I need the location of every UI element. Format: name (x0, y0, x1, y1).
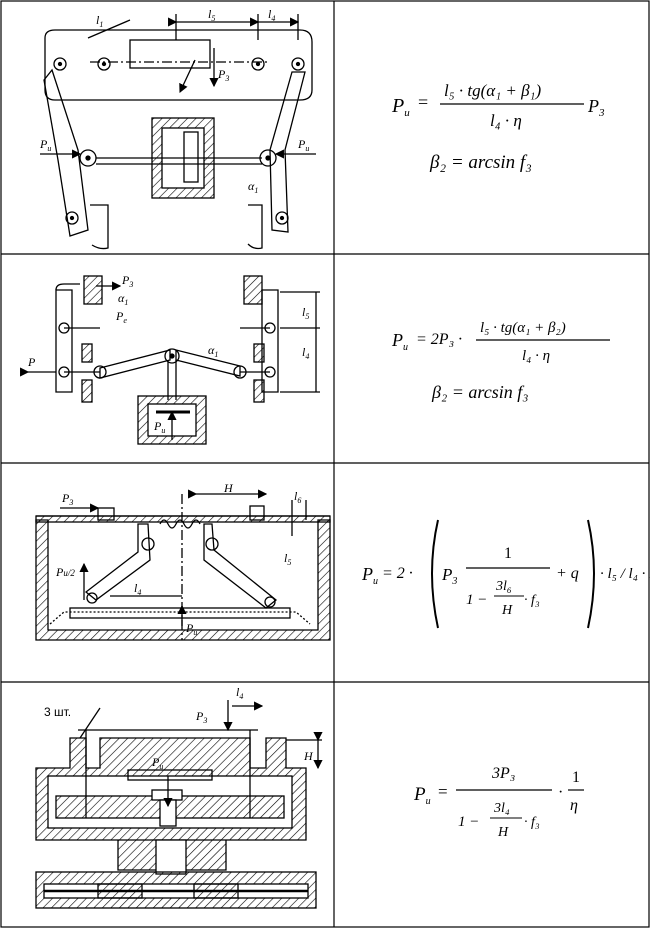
formula-1: Pu = l₅ · tg(α₁ + β₁) l₄ · η P3 β₂ = arc… (391, 81, 605, 173)
svg-text:3l₆: 3l₆ (495, 579, 512, 594)
labels-drawing-1: l1 l5 l4 Pu Pu P3 α1 (39, 7, 309, 195)
svg-text:1 −: 1 − (466, 592, 487, 608)
svg-text:P3: P3 (121, 273, 133, 289)
svg-text:= 2 ·: = 2 · (382, 565, 413, 582)
svg-text:P3: P3 (441, 565, 457, 587)
mechanism-drawing-2 (20, 275, 320, 445)
svg-text:· f₃: · f₃ (524, 593, 540, 608)
svg-text:l6: l6 (294, 489, 301, 505)
svg-text:l4: l4 (268, 7, 275, 23)
svg-text:α1: α1 (118, 291, 128, 307)
svg-text:l₄ · η: l₄ · η (522, 348, 550, 364)
mechanism-drawing-1 (40, 14, 316, 250)
svg-text:P: P (27, 355, 36, 369)
svg-text:α1: α1 (248, 179, 258, 195)
svg-text:l₅ · tg(α₁ + β₂): l₅ · tg(α₁ + β₂) (480, 320, 566, 336)
labels-drawing-3: P3 H l6 l5 Pu/2 l4 Pu (55, 481, 301, 637)
svg-text:Pu: Pu (413, 784, 431, 807)
svg-text:l₄ · η: l₄ · η (490, 111, 522, 130)
svg-text:Pu: Pu (391, 95, 410, 119)
svg-text:3P₃: 3P₃ (491, 765, 515, 782)
labels-drawing-2: P3 Pe α1 α1 l5 l4 P Pu (27, 273, 309, 435)
svg-text:1: 1 (572, 769, 580, 786)
svg-text:· l₅ / l₄ · 1/η: · l₅ / l₄ · 1/η (600, 566, 650, 582)
svg-text:· f₃: · f₃ (524, 815, 540, 830)
svg-text:l5: l5 (302, 305, 309, 321)
svg-text:H: H (497, 825, 509, 840)
svg-text:Pu/2: Pu/2 (55, 565, 75, 579)
svg-text:Pu: Pu (391, 330, 408, 353)
svg-text:η: η (570, 797, 578, 814)
svg-text:=: = (438, 782, 448, 801)
svg-text:H: H (501, 603, 513, 618)
svg-text:β₂ = arcsin f₃: β₂ = arcsin f₃ (431, 382, 528, 402)
svg-text:+ q: + q (556, 565, 579, 582)
svg-text:3l₄: 3l₄ (493, 801, 510, 816)
mechanism-drawing-3 (35, 489, 331, 641)
svg-text:= 2P₃ ·: = 2P₃ · (416, 331, 462, 348)
svg-text:1 −: 1 − (458, 814, 479, 830)
svg-text:3 шт.: 3 шт. (44, 705, 71, 719)
svg-text:l5: l5 (208, 7, 215, 23)
svg-text:P3: P3 (587, 96, 605, 119)
svg-text:Pu: Pu (39, 137, 51, 153)
svg-text:Pu: Pu (185, 621, 197, 637)
formula-4: Pu = 3P₃ 1 − 3l₄ H · f₃ · 1 η (413, 765, 584, 840)
svg-text:l₅ · tg(α₁ + β₁): l₅ · tg(α₁ + β₁) (444, 81, 541, 100)
formula-2: Pu = 2P₃ · l₅ · tg(α₁ + β₂) l₄ · η β₂ = … (391, 320, 610, 402)
svg-text:Pu: Pu (153, 419, 165, 435)
svg-text:l5: l5 (284, 551, 291, 567)
svg-text:l4: l4 (302, 345, 309, 361)
svg-text:H: H (303, 749, 314, 763)
svg-text:Pe: Pe (115, 309, 127, 325)
svg-text:P3: P3 (217, 67, 229, 83)
labels-drawing-4: 3 шт. P3 l4 H Pu (44, 685, 314, 771)
svg-text:Pu: Pu (297, 137, 309, 153)
formula-3: Pu = 2 · P3 1 1 − 3l₆ H · f₃ + q · l₅ / … (361, 519, 650, 629)
svg-text:Pu: Pu (151, 755, 163, 771)
svg-text:1: 1 (504, 545, 512, 562)
svg-text:·: · (558, 784, 563, 801)
svg-text:l4: l4 (134, 581, 141, 597)
svg-text:P3: P3 (195, 709, 207, 725)
svg-text:H: H (223, 481, 234, 495)
svg-text:β₂ = arcsin f₃: β₂ = arcsin f₃ (429, 152, 532, 173)
svg-text:P3: P3 (61, 491, 73, 507)
mechanism-drawing-4 (35, 700, 323, 909)
svg-text:l1: l1 (96, 13, 103, 29)
svg-text:Pu: Pu (361, 564, 378, 587)
svg-text:=: = (418, 92, 428, 112)
svg-text:α1: α1 (208, 343, 218, 359)
svg-text:l4: l4 (236, 685, 243, 701)
